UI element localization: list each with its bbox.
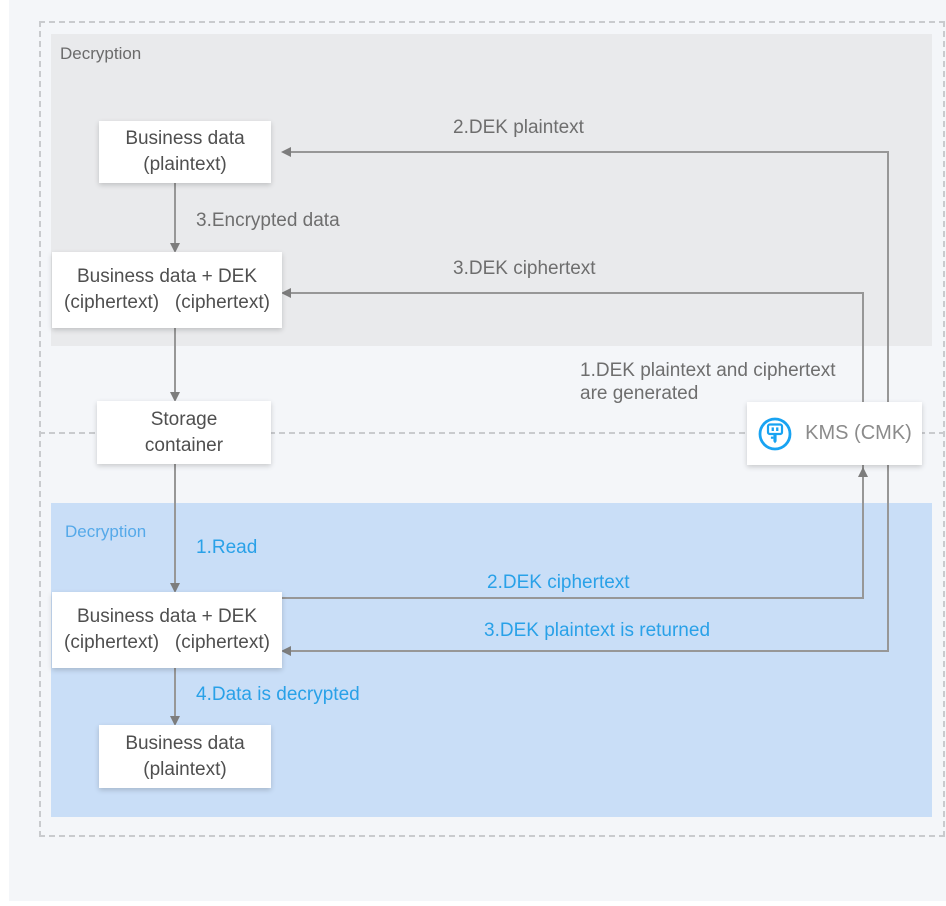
kms-label: KMS (CMK)	[805, 422, 912, 444]
node-line: Storage	[150, 408, 218, 430]
label-step1-read: 1.Read	[196, 537, 258, 558]
node-line: (plaintext)	[143, 758, 227, 780]
node-line: Business data	[125, 128, 245, 149]
arrow-down-icon	[170, 392, 180, 402]
node-business-data-plaintext-bottom: Business data (plaintext)	[99, 725, 271, 788]
edge-dek-ciphertext-top	[283, 292, 864, 294]
label-step1-generated-line2: are generated	[580, 383, 699, 404]
top-section-label: Decryption	[60, 44, 142, 63]
flow-line-dek-to-plain	[174, 668, 176, 717]
kms-key-icon	[757, 416, 793, 452]
kms-line-dek-plaintext	[887, 151, 889, 651]
node-kms-cmk: KMS (CMK)	[747, 402, 922, 465]
node-line: Business data + DEK	[76, 266, 258, 287]
bottom-section-label: Decryption	[65, 522, 147, 541]
node-line: Business data + DEK	[76, 606, 258, 627]
arrow-down-icon	[170, 243, 180, 253]
flow-line-storage-to-dek	[174, 464, 176, 584]
label-step2-dek-ciphertext: 2.DEK ciphertext	[487, 572, 630, 593]
label-step2-dek-plaintext: 2.DEK plaintext	[453, 117, 584, 138]
arrow-down-icon	[170, 583, 180, 593]
node-business-data-plaintext-top: Business data (plaintext)	[99, 121, 271, 183]
arrow-down-icon	[170, 716, 180, 726]
label-step3-encrypted-data: 3.Encrypted data	[196, 210, 340, 231]
node-line: Business data	[125, 732, 245, 754]
node-line: (ciphertext) (ciphertext)	[64, 292, 270, 313]
arrow-left-icon	[281, 147, 291, 157]
arrow-left-icon	[281, 646, 291, 656]
node-business-data-dek-bottom: Business data + DEK (ciphertext) (cipher…	[52, 592, 282, 668]
arrow-up-icon	[858, 467, 868, 477]
node-storage-container: Storage container	[97, 401, 271, 464]
label-step1-generated: 1.DEK plaintext and ciphertext are gener…	[580, 359, 880, 405]
node-line: (plaintext)	[143, 154, 227, 175]
node-line: container	[144, 434, 224, 456]
edge-dek-plaintext-returned	[283, 650, 889, 652]
node-line: (ciphertext) (ciphertext)	[64, 632, 270, 653]
node-business-data-dek-top: Business data + DEK (ciphertext) (cipher…	[52, 252, 282, 328]
flow-line-dek-to-storage	[174, 328, 176, 393]
label-step3-dek-ciphertext: 3.DEK ciphertext	[453, 258, 596, 279]
arrow-left-icon	[281, 288, 291, 298]
edge-dek-plaintext	[283, 151, 889, 153]
section-divider-line	[39, 432, 945, 434]
label-step1-generated-line1: 1.DEK plaintext and ciphertext	[580, 360, 836, 381]
label-step4-data-decrypted: 4.Data is decrypted	[196, 684, 360, 705]
edge-dek-ciphertext-bottom	[282, 597, 864, 599]
diagram-outer-border	[39, 21, 945, 837]
flow-line-plain-to-dek	[174, 183, 176, 244]
label-step3-dek-plaintext-returned: 3.DEK plaintext is returned	[484, 620, 711, 641]
